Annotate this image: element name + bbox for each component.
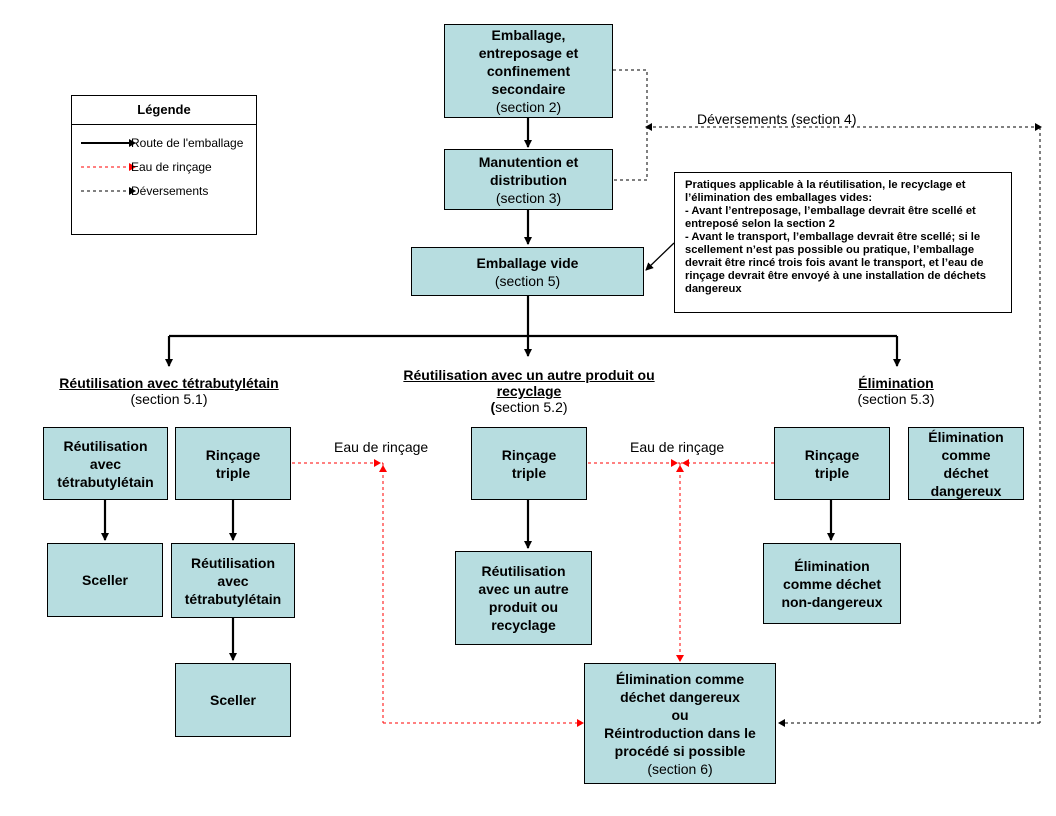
box-rincage-2-title: Rinçage triple: [501, 446, 557, 481]
box-elim-danger-direct: Élimination comme déchet dangereux: [908, 427, 1024, 500]
box-reuse-other: Réutilisation avec un autre produit ou r…: [455, 551, 592, 645]
header-reuse-other: Réutilisation avec un autre produit ou r…: [398, 367, 660, 415]
box-manutention-title: Manutention et distribution: [478, 153, 579, 188]
header-elimination-title: Élimination: [858, 375, 934, 391]
legend-item-rinse: Eau de rinçage: [72, 159, 258, 175]
box-sceller-a: Sceller: [47, 543, 163, 617]
legend: Légende Route de l'emballage Eau de rinç…: [71, 95, 257, 235]
rinse-arrowhead-6: [676, 655, 684, 662]
box-rincage-1-title: Rinçage triple: [205, 446, 261, 481]
box-elim-non-danger-title: Élimination comme déchet non-dangereux: [781, 557, 883, 610]
header-elimination-section: (section 5.3): [857, 391, 935, 407]
box-vide-section: (section 5): [494, 272, 561, 289]
box-manutention: Manutention et distribution (section 3): [444, 149, 613, 210]
black-dashed-arrow-icon: [81, 187, 136, 195]
header-reuse-other-section: section 5.2): [495, 399, 568, 415]
spill-arrowhead-final: [778, 719, 785, 727]
spill-arrowhead-right: [1035, 123, 1042, 131]
legend-title: Légende: [72, 96, 256, 125]
box-reuse-tbt-b-title: Réutilisation avec tétrabutylétain: [184, 554, 282, 607]
box-emballage: Emballage, entreposage et confinement se…: [444, 24, 613, 118]
box-final: Élimination comme déchet dangereux ou Ré…: [584, 663, 776, 784]
box-sceller-b: Sceller: [175, 663, 291, 737]
box-elim-danger-direct-title: Élimination comme déchet dangereux: [928, 428, 1004, 499]
rinse-arrowhead-4: [379, 465, 387, 472]
legend-label-route: Route de l'emballage: [131, 136, 244, 150]
spill-lines: [613, 69, 1041, 724]
box-emballage-vide: Emballage vide (section 5): [411, 247, 644, 296]
rinse-arrowhead-1: [374, 459, 381, 467]
box-emballage-title: Emballage, entreposage et confinement se…: [478, 27, 579, 97]
header-elimination: Élimination (section 5.3): [836, 375, 956, 407]
red-dashed-arrow-icon: [81, 163, 136, 171]
note-line-2: - Avant l’entreposage, l’emballage devra…: [685, 205, 976, 230]
note-line-3: - Avant le transport, l’emballage devrai…: [685, 231, 986, 295]
label-eau-rincage-2: Eau de rinçage: [630, 439, 725, 455]
box-reuse-tbt-b: Réutilisation avec tétrabutylétain: [171, 543, 295, 618]
rinse-arrowhead-5: [676, 465, 684, 472]
header-reuse-tbt: Réutilisation avec tétrabutylétain (sect…: [40, 375, 298, 407]
box-manutention-section: (section 3): [495, 189, 562, 206]
rinse-arrowhead-2: [671, 459, 678, 467]
box-rincage-3: Rinçage triple: [774, 427, 890, 500]
label-deversements: Déversements (section 4): [697, 111, 857, 127]
box-sceller-a-title: Sceller: [82, 572, 128, 588]
box-final-line2: ou: [671, 706, 689, 723]
header-reuse-other-title: Réutilisation avec un autre produit ou r…: [403, 367, 655, 399]
solid-arrow-icon: [81, 139, 136, 147]
legend-item-spill: Déversements: [72, 183, 258, 199]
box-reuse-tbt-a-title: Réutilisation avec tétrabutylétain: [57, 437, 154, 490]
header-reuse-tbt-section: (section 5.1): [130, 391, 208, 407]
box-reuse-tbt-a: Réutilisation avec tétrabutylétain: [43, 427, 168, 500]
box-reuse-other-title: Réutilisation avec un autre produit ou r…: [478, 563, 569, 633]
box-final-section: (section 6): [647, 760, 713, 777]
box-elim-non-danger: Élimination comme déchet non-dangereux: [763, 543, 901, 624]
box-emballage-section: (section 2): [495, 99, 562, 115]
rinse-lines: [292, 462, 774, 724]
note-pointer: [645, 242, 675, 271]
label-eau-rincage-1: Eau de rinçage: [334, 439, 429, 455]
box-final-line1: Élimination comme déchet dangereux: [615, 670, 745, 705]
legend-item-route: Route de l'emballage: [72, 135, 258, 151]
spill-arrowhead-left: [645, 123, 652, 131]
header-reuse-tbt-title: Réutilisation avec tétrabutylétain: [59, 375, 279, 391]
box-rincage-2: Rinçage triple: [471, 427, 587, 500]
box-sceller-b-title: Sceller: [210, 692, 256, 708]
route-arrows: [101, 118, 901, 661]
rinse-arrowhead-7: [577, 719, 584, 727]
rinse-arrowhead-3: [682, 459, 689, 467]
box-rincage-1: Rinçage triple: [175, 427, 291, 500]
note-line-1: Pratiques applicable à la réutilisation,…: [685, 179, 966, 204]
box-final-line3: Réintroduction dans le procédé si possib…: [604, 724, 756, 759]
box-rincage-3-title: Rinçage triple: [804, 446, 860, 481]
header-reuse-other-paren: (: [490, 399, 496, 415]
practices-note: Pratiques applicable à la réutilisation,…: [674, 172, 1012, 313]
box-vide-title: Emballage vide: [476, 254, 579, 271]
legend-label-rinse: Eau de rinçage: [131, 160, 212, 174]
legend-label-spill: Déversements: [131, 184, 209, 198]
